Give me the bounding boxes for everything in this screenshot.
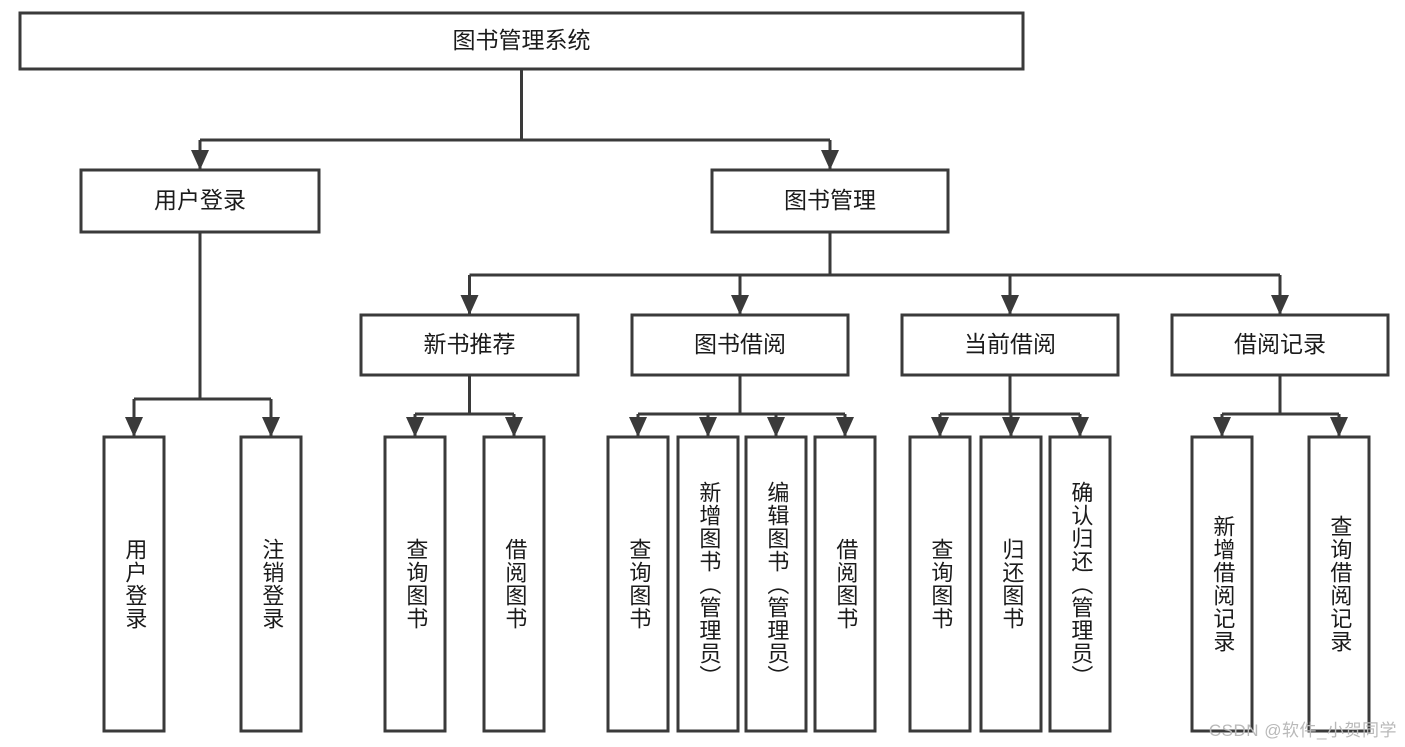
node-box-nbr-query-book[interactable] [383, 435, 447, 733]
node-label-current-borrow: 当前借阅 [964, 331, 1056, 357]
node-box-book-management[interactable] [710, 168, 950, 234]
node-label-book-management: 图书管理 [784, 187, 876, 213]
node-box-br-add-record[interactable] [1190, 435, 1254, 733]
node-box-book-borrow[interactable] [630, 313, 850, 377]
node-box-br-query-record[interactable] [1307, 435, 1371, 733]
node-label-root: 图书管理系统 [453, 27, 591, 53]
csdn-watermark: CSDN @软件_小贺同学 [1208, 721, 1397, 740]
arrow-head-icon [191, 150, 209, 170]
arrow-head-icon [1001, 295, 1019, 315]
arrow-head-icon [1213, 417, 1231, 437]
node-box-bb-edit-book[interactable] [744, 435, 808, 733]
arrow-head-icon [125, 417, 143, 437]
node-box-user-login-do[interactable] [102, 435, 166, 733]
node-box-user-login[interactable] [79, 168, 321, 234]
arrow-head-icon [1330, 417, 1348, 437]
node-box-cb-query-book[interactable] [908, 435, 972, 733]
arrow-head-icon [836, 417, 854, 437]
node-box-bb-query-book[interactable] [606, 435, 670, 733]
node-box-cb-confirm-return[interactable] [1048, 435, 1112, 733]
node-box-root[interactable] [18, 11, 1025, 71]
node-label-book-borrow: 图书借阅 [694, 331, 786, 357]
node-box-bb-add-book[interactable] [676, 435, 740, 733]
arrow-head-icon [1071, 417, 1089, 437]
connector-layer [125, 69, 1348, 437]
arrow-head-icon [767, 417, 785, 437]
arrow-head-icon [699, 417, 717, 437]
node-box-nbr-borrow-book[interactable] [482, 435, 546, 733]
node-label-user-login: 用户登录 [154, 187, 246, 213]
arrow-head-icon [1002, 417, 1020, 437]
node-label-borrow-records: 借阅记录 [1234, 331, 1326, 357]
arrow-head-icon [821, 150, 839, 170]
arrow-head-icon [406, 417, 424, 437]
arrow-head-icon [629, 417, 647, 437]
node-box-user-logout[interactable] [239, 435, 303, 733]
arrow-head-icon [262, 417, 280, 437]
arrow-head-icon [460, 295, 479, 315]
node-box-new-book-recommend[interactable] [359, 313, 580, 377]
arrow-head-icon [931, 417, 949, 437]
arrow-head-icon [731, 295, 749, 315]
node-box-bb-borrow-book[interactable] [813, 435, 877, 733]
node-box-cb-return-book[interactable] [979, 435, 1043, 733]
node-box-current-borrow[interactable] [900, 313, 1120, 377]
arrow-head-icon [505, 417, 523, 437]
arrow-head-icon [1271, 295, 1289, 315]
node-box-borrow-records[interactable] [1170, 313, 1390, 377]
node-label-new-book-recommend: 新书推荐 [424, 331, 516, 357]
